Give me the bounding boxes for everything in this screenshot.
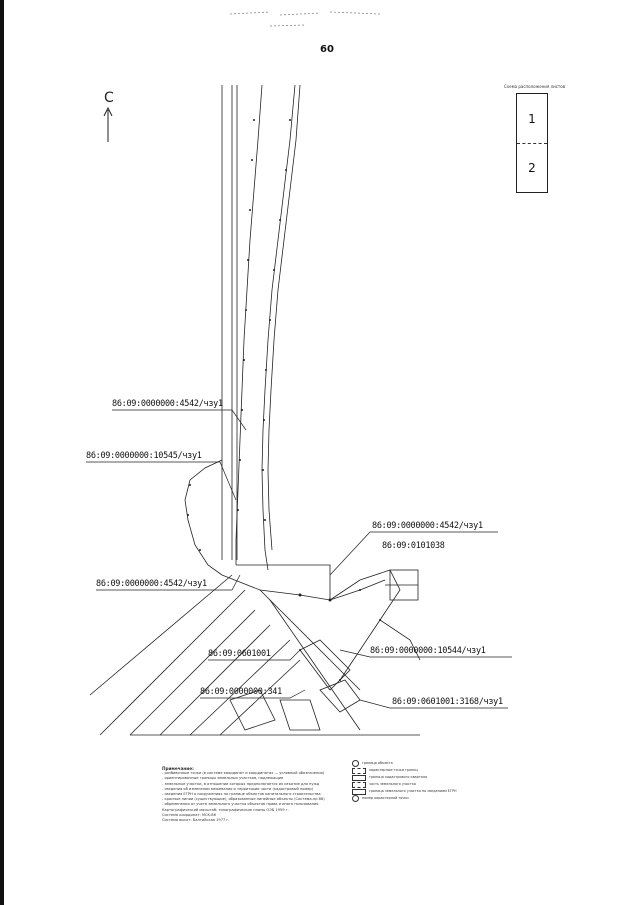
road-line bbox=[89, 574, 233, 696]
point-symbol-icon bbox=[352, 760, 359, 767]
dashed-boundary-icon bbox=[352, 767, 366, 774]
parcel-boundary bbox=[184, 459, 223, 576]
legend-box-title: Схема расположения листов bbox=[504, 84, 566, 89]
note-line: - ориентировочные границы земельных учас… bbox=[162, 776, 284, 781]
sheet-cell-1: 1 bbox=[528, 111, 536, 126]
sheet-cell-2: 2 bbox=[517, 143, 547, 192]
legend-row: граница объекта bbox=[352, 760, 482, 767]
label-leader bbox=[96, 574, 241, 591]
label-leader bbox=[112, 409, 247, 431]
note-line: Картографический масштаб: топографически… bbox=[162, 807, 289, 812]
compass-letter: С bbox=[104, 90, 114, 106]
parcel-label: 86:09:0601001:3168/чзу1 bbox=[392, 697, 503, 707]
boundary-icon bbox=[352, 774, 366, 781]
point-number-icon bbox=[352, 795, 359, 802]
note-line: - разбивочные точки (в системе координат… bbox=[162, 771, 325, 776]
legend-text: граница кадастрового квартала bbox=[369, 775, 428, 779]
legend-text: номер характерной точки bbox=[362, 796, 409, 800]
note-line: - сведения ЕГРН о сооружениях по границе… bbox=[162, 792, 321, 797]
road-line bbox=[129, 609, 256, 736]
legend-row: граница кадастрового квартала bbox=[352, 774, 482, 781]
parcel-label: 86:09:0000000:10544/чзу1 bbox=[370, 646, 486, 656]
parcel-label: 86:09:0000000:4542/чзу1 bbox=[372, 521, 483, 531]
parcel-label: 86:09:0000000:4542/чзу1 bbox=[96, 579, 207, 589]
note-line: Система высот: Балтийская 1977 г. bbox=[162, 818, 230, 823]
road-line bbox=[189, 639, 291, 736]
road-line bbox=[159, 624, 271, 736]
compass: С bbox=[100, 90, 120, 145]
parcel bbox=[279, 699, 321, 731]
parcel-label: 86:09:0000000:10545/чзу1 bbox=[86, 451, 202, 461]
parcel-label: 86:09:0601001 bbox=[208, 649, 271, 659]
legend-row: часть земельного участка bbox=[352, 781, 482, 788]
parcel bbox=[229, 689, 276, 731]
note-line: - сведения об изменении межевания и терр… bbox=[162, 786, 314, 791]
page-number: 60 bbox=[320, 44, 334, 55]
legend-text: характерные точки границ bbox=[369, 768, 418, 772]
note-line: - красные линии (существующие), образова… bbox=[162, 797, 325, 802]
part-parcel-icon bbox=[352, 781, 366, 788]
notes-title: Примечание: bbox=[162, 766, 194, 771]
label-leader bbox=[208, 649, 301, 661]
parcel bbox=[299, 639, 351, 691]
road-line bbox=[99, 589, 246, 736]
note-line: - земельные участки, в отношении которых… bbox=[162, 781, 320, 786]
egrn-boundary-icon bbox=[352, 788, 366, 795]
road-boundary bbox=[267, 84, 301, 551]
legend-row: номер характерной точки bbox=[352, 795, 482, 802]
road-boundary bbox=[261, 84, 296, 571]
road-line bbox=[269, 599, 361, 731]
parcel-boundary bbox=[221, 574, 386, 601]
road-line bbox=[219, 659, 301, 736]
note-line: - обременения от учета земельного участк… bbox=[162, 802, 319, 807]
label-leader bbox=[200, 689, 306, 699]
parcel-label: 86:09:0000000:4542/чзу1 bbox=[112, 399, 223, 409]
map-legend: граница объекта характерные точки границ… bbox=[352, 760, 482, 802]
parcel-boundary bbox=[329, 569, 401, 681]
road-line bbox=[259, 589, 361, 691]
sheet-layout-box: 1 2 bbox=[516, 93, 548, 193]
legend-row: характерные точки границ bbox=[352, 767, 482, 774]
legend-text: часть земельного участка bbox=[369, 782, 416, 786]
scan-noise bbox=[229, 11, 381, 27]
parcel-boundary bbox=[379, 619, 421, 661]
legend-text: граница объекта bbox=[362, 761, 393, 765]
legend-text: граница земельного участка по сведениям … bbox=[369, 789, 457, 793]
label-leader bbox=[359, 699, 508, 709]
map-notes: Примечание: - разбивочные точки (в систе… bbox=[162, 766, 342, 823]
legend-row: граница земельного участка по сведениям … bbox=[352, 788, 482, 795]
parcel-label: 86:09:0101038 bbox=[382, 541, 445, 551]
label-leader bbox=[339, 649, 512, 658]
note-line: Система координат: МСК-86 bbox=[162, 812, 216, 817]
label-leader bbox=[329, 531, 498, 576]
road-boundary bbox=[235, 84, 263, 565]
parcel-boundary bbox=[236, 564, 331, 600]
label-leader bbox=[86, 461, 237, 501]
page-left-edge bbox=[0, 0, 4, 905]
parcel-label: 86:09:0000000:341 bbox=[200, 687, 282, 697]
north-arrow-icon bbox=[103, 106, 113, 142]
